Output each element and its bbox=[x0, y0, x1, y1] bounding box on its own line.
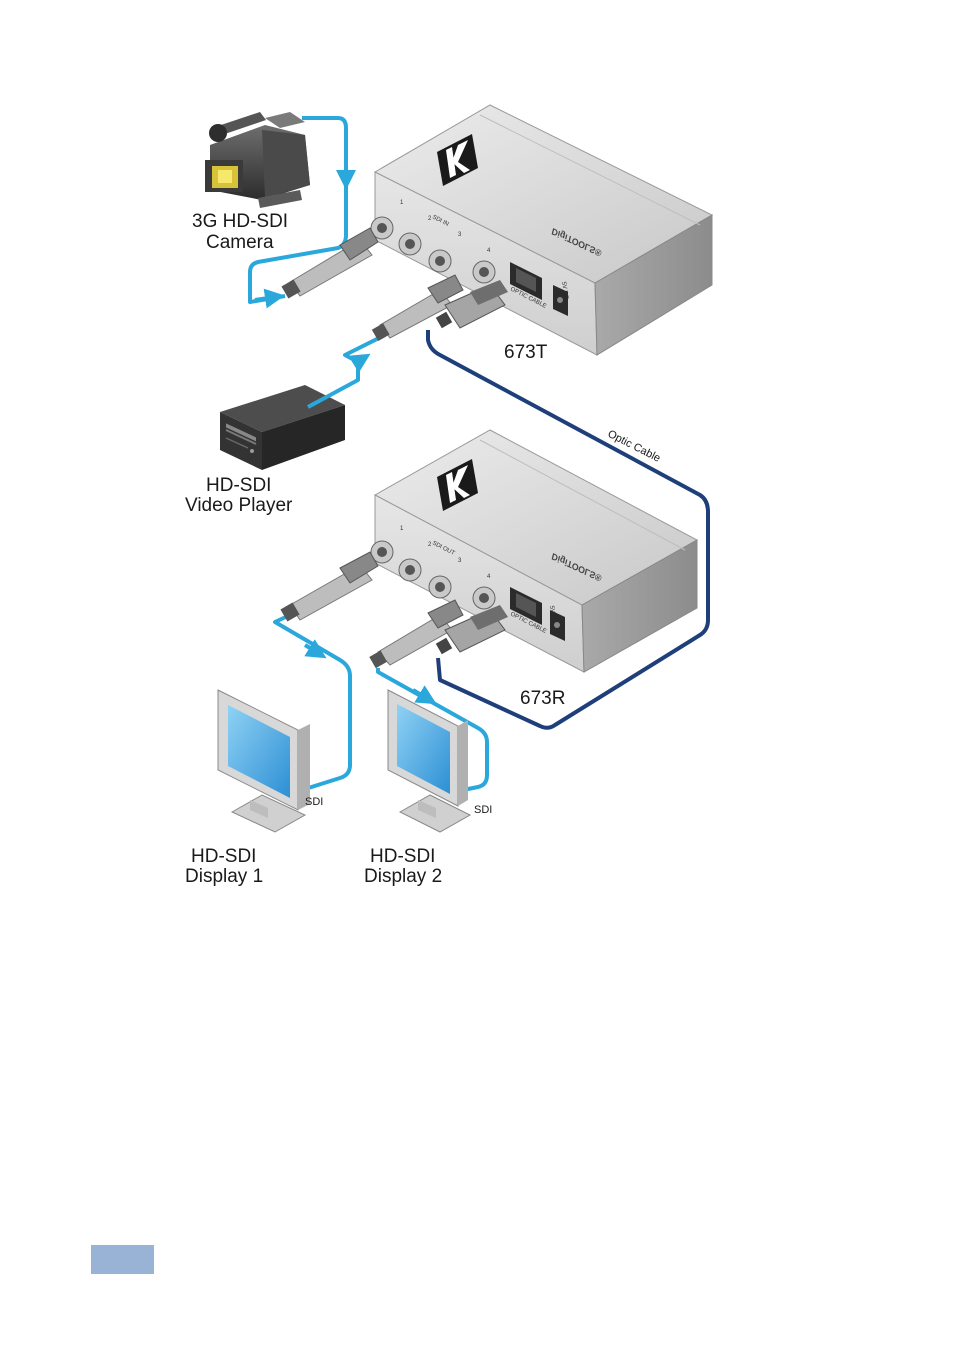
rx-bnc-port-4[interactable] bbox=[473, 587, 495, 609]
rx-bnc-port-3[interactable] bbox=[429, 576, 451, 598]
display1-label-line2: Display 1 bbox=[185, 866, 263, 887]
sdi-label-2: SDI bbox=[474, 804, 492, 816]
display-1-icon bbox=[218, 690, 310, 832]
tx-bnc-port-3[interactable] bbox=[429, 250, 451, 272]
display2-label-line1: HD-SDI bbox=[370, 846, 435, 867]
camera-label-line2: Camera bbox=[206, 232, 274, 253]
display-2-icon bbox=[388, 690, 470, 832]
player-label-line2: Video Player bbox=[185, 495, 293, 516]
page-number-tab bbox=[91, 1245, 154, 1274]
transmitter-label: 673T bbox=[504, 342, 548, 363]
sdi-label-1: SDI bbox=[305, 796, 323, 808]
tx-bnc-port-2[interactable] bbox=[399, 233, 421, 255]
player-label-line1: HD-SDI bbox=[206, 475, 271, 496]
bnc-connector-icon bbox=[280, 552, 378, 622]
receiver-label: 673R bbox=[520, 688, 565, 709]
display1-label-line1: HD-SDI bbox=[191, 846, 256, 867]
tx-bnc-port-4[interactable] bbox=[473, 261, 495, 283]
display2-label-line2: Display 2 bbox=[364, 866, 442, 887]
rx-bnc-port-2[interactable] bbox=[399, 559, 421, 581]
camera-icon bbox=[205, 112, 310, 208]
camera-label-line1: 3G HD-SDI bbox=[192, 211, 288, 232]
bnc-connector-icon bbox=[281, 228, 378, 299]
